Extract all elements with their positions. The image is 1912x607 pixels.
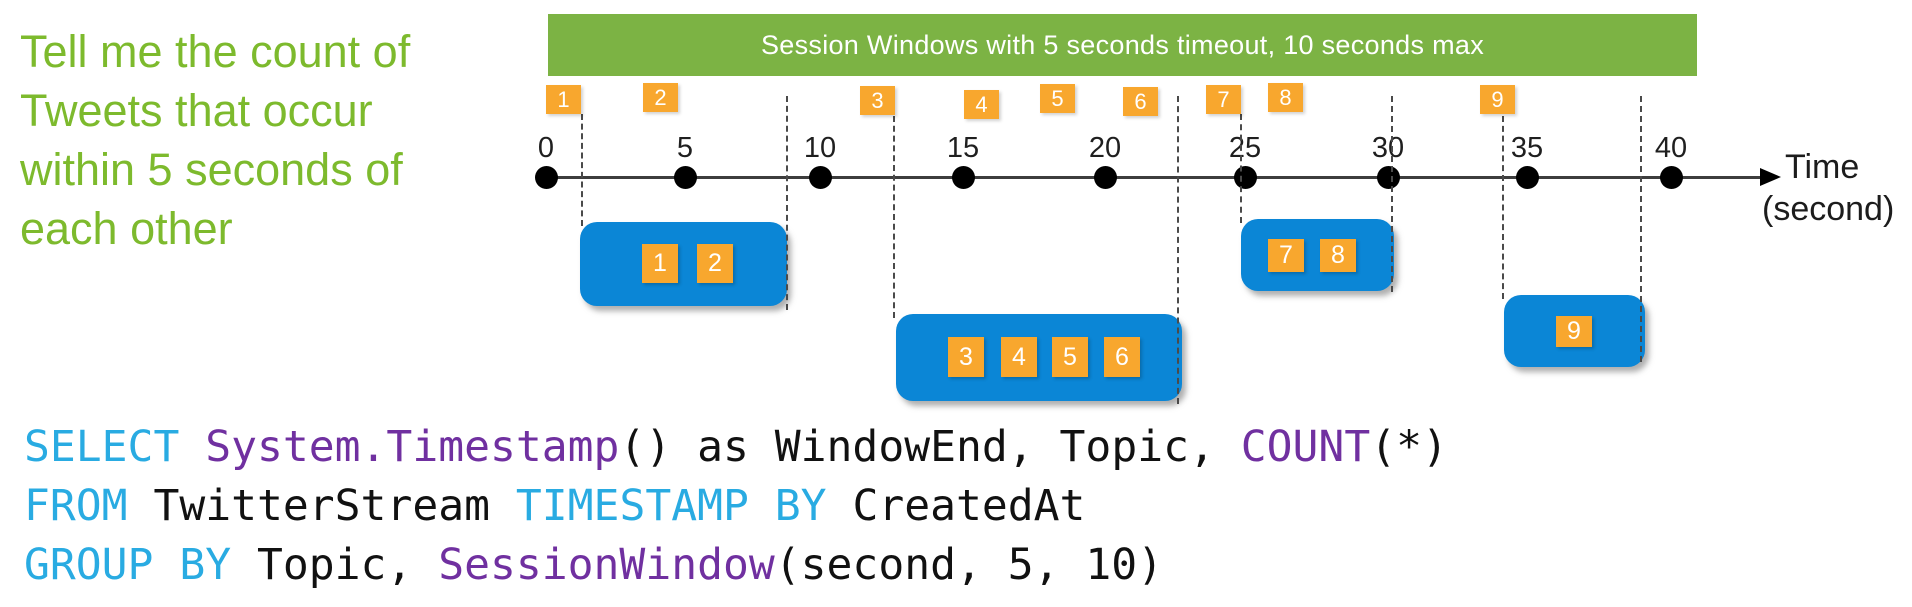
window-event-8: 8 bbox=[1320, 239, 1356, 272]
session-boundary-7 bbox=[1502, 116, 1504, 299]
session-boundary-4 bbox=[1177, 96, 1179, 404]
prompt-line-2: Tweets that occur bbox=[20, 85, 373, 136]
tick-label-20: 20 bbox=[1088, 132, 1122, 164]
sql-line-1: SELECT System.Timestamp() as WindowEnd, … bbox=[24, 418, 1448, 477]
tick-dot-0 bbox=[535, 166, 558, 189]
sql-line-2: FROM TwitterStream TIMESTAMP BY CreatedA… bbox=[24, 477, 1448, 536]
sql-token: System.Timestamp bbox=[205, 422, 620, 472]
sql-token: (*) bbox=[1370, 422, 1448, 472]
tick-dot-15 bbox=[952, 166, 975, 189]
event-4: 4 bbox=[964, 90, 999, 119]
window-event-6: 6 bbox=[1104, 337, 1140, 377]
tick-dot-5 bbox=[674, 166, 697, 189]
prompt-line-3: within 5 seconds of bbox=[20, 144, 403, 195]
tick-label-40: 40 bbox=[1654, 132, 1688, 164]
prompt-text: Tell me the count of Tweets that occur w… bbox=[20, 22, 480, 258]
session-window-4: 9 bbox=[1504, 295, 1645, 367]
sql-line-3: GROUP BY Topic, SessionWindow(second, 5,… bbox=[24, 536, 1448, 595]
sql-query: SELECT System.Timestamp() as WindowEnd, … bbox=[24, 418, 1448, 595]
window-event-2: 2 bbox=[697, 244, 733, 283]
sql-token: SessionWindow bbox=[438, 540, 775, 590]
tick-label-0: 0 bbox=[537, 132, 555, 164]
session-boundary-2 bbox=[786, 96, 788, 310]
tick-label-25: 25 bbox=[1228, 132, 1262, 164]
sql-token: FROM bbox=[24, 481, 154, 531]
sql-token: COUNT bbox=[1240, 422, 1371, 472]
window-event-4: 4 bbox=[1001, 337, 1037, 377]
sql-token: GROUP BY bbox=[24, 540, 257, 590]
session-window-banner: Session Windows with 5 seconds timeout, … bbox=[548, 14, 1697, 76]
tick-dot-35 bbox=[1516, 166, 1539, 189]
session-boundary-5 bbox=[1240, 114, 1242, 223]
window-event-7: 7 bbox=[1268, 239, 1304, 272]
session-boundary-6 bbox=[1391, 96, 1393, 292]
event-5: 5 bbox=[1040, 84, 1075, 113]
banner-title: Session Windows with 5 seconds timeout, … bbox=[760, 29, 1485, 60]
tick-label-15: 15 bbox=[946, 132, 980, 164]
sql-token: () as WindowEnd, Topic, bbox=[619, 422, 1241, 472]
axis-label-time: Time bbox=[1785, 148, 1860, 186]
sql-token: (second, 5, 10) bbox=[774, 540, 1164, 590]
tick-dot-30 bbox=[1377, 166, 1400, 189]
timeline-axis bbox=[546, 176, 1760, 179]
window-event-9: 9 bbox=[1556, 316, 1592, 347]
tick-dot-25 bbox=[1234, 166, 1257, 189]
event-3: 3 bbox=[860, 86, 895, 115]
tick-dot-40 bbox=[1660, 166, 1683, 189]
tick-label-5: 5 bbox=[676, 132, 694, 164]
window-event-5: 5 bbox=[1052, 337, 1088, 377]
session-boundary-8 bbox=[1640, 96, 1642, 362]
axis-label-unit: (second) bbox=[1762, 190, 1895, 228]
sql-token: SELECT bbox=[24, 422, 206, 472]
window-event-1: 1 bbox=[642, 244, 678, 283]
sql-token: TIMESTAMP BY bbox=[515, 481, 853, 531]
event-8: 8 bbox=[1268, 83, 1303, 112]
tick-label-35: 35 bbox=[1510, 132, 1544, 164]
event-2: 2 bbox=[643, 83, 678, 112]
event-1: 1 bbox=[546, 85, 581, 114]
sql-token: TwitterStream bbox=[153, 481, 516, 531]
sql-token: CreatedAt bbox=[852, 481, 1086, 531]
prompt-line-1: Tell me the count of bbox=[20, 26, 411, 77]
prompt-line-4: each other bbox=[20, 203, 233, 254]
tick-dot-10 bbox=[809, 166, 832, 189]
event-6: 6 bbox=[1123, 87, 1158, 116]
timeline-arrowhead-icon bbox=[1760, 168, 1781, 186]
window-event-3: 3 bbox=[948, 337, 984, 377]
tick-dot-20 bbox=[1094, 166, 1117, 189]
event-9: 9 bbox=[1480, 85, 1515, 114]
sql-token: Topic, bbox=[257, 540, 439, 590]
session-boundary-1 bbox=[581, 114, 583, 226]
tick-label-30: 30 bbox=[1371, 132, 1405, 164]
event-7: 7 bbox=[1206, 85, 1241, 114]
tick-label-10: 10 bbox=[803, 132, 837, 164]
session-boundary-3 bbox=[893, 116, 895, 318]
